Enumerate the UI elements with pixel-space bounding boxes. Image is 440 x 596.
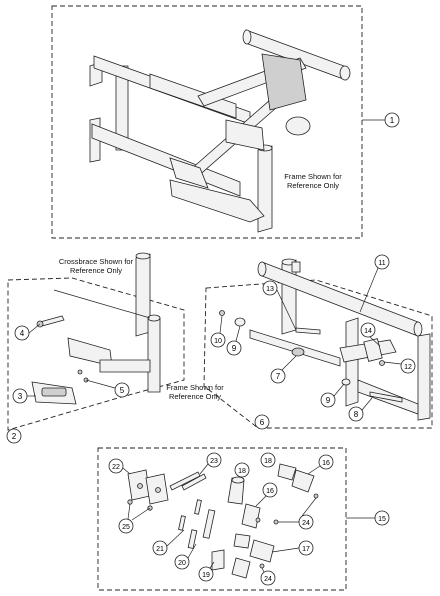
- callout-label: 25: [122, 524, 130, 531]
- callout-12: 12: [400, 358, 416, 374]
- callout-23: 23: [206, 452, 222, 468]
- pins-and-rods: [169, 471, 216, 549]
- callout-label: 11: [378, 260, 385, 267]
- callout-label: 1: [390, 116, 395, 125]
- callout-label: 9: [232, 344, 237, 353]
- callout-label: 24: [264, 576, 272, 583]
- callout-13: 13: [262, 280, 278, 296]
- callout-21: 21: [152, 540, 168, 556]
- caption-crossbrace-reference: Crossbrace Shown for Reference Only: [58, 257, 134, 275]
- bolts: [36, 315, 89, 383]
- callout-label: 22: [112, 464, 120, 471]
- spacers-and-washers: [219, 310, 403, 403]
- callout-14: 14: [360, 322, 376, 338]
- caption-frame-reference-left: Frame Shown for Reference Only: [166, 383, 224, 401]
- callout-label: 16: [266, 488, 274, 495]
- callout-9a: 9: [226, 340, 242, 356]
- callout-18b: 18: [260, 452, 276, 468]
- hardware-kit-panel: 22 25 23 18 18 16 16: [97, 447, 390, 591]
- callout-label: 3: [18, 392, 23, 401]
- crossbrace-panel-border: [7, 277, 185, 431]
- callout-label: 14: [364, 328, 372, 335]
- caption-frame-reference-top: Frame Shown for Reference Only: [284, 172, 342, 190]
- callout-label: 8: [354, 410, 359, 419]
- callout-label: 12: [404, 364, 412, 371]
- callout-label: 6: [260, 418, 265, 427]
- rear-post: [281, 258, 301, 335]
- glide-caps: [211, 463, 315, 579]
- callout-9b: 9: [320, 392, 336, 408]
- callout-label: 18: [264, 458, 272, 465]
- top-rail: [257, 261, 423, 337]
- frame-assembly-panel: 1: [51, 5, 400, 239]
- callout-label: 16: [322, 460, 330, 467]
- callout-19: 19: [198, 566, 214, 582]
- callout-label: 24: [302, 520, 310, 527]
- callout-3: 3: [12, 388, 28, 404]
- callout-label: 4: [20, 329, 25, 338]
- hinge-brackets: [127, 469, 169, 505]
- callout-8: 8: [348, 406, 364, 422]
- crossbrace-tube: [135, 252, 161, 393]
- callout-10: 10: [210, 332, 226, 348]
- callout-6: 6: [254, 414, 270, 430]
- callout-18a: 18: [234, 462, 250, 478]
- callout-label: 23: [210, 458, 218, 465]
- callout-5: 5: [114, 382, 130, 398]
- push-handle-bar: [242, 29, 351, 81]
- callout-4: 4: [14, 325, 30, 341]
- callout-2: 2: [6, 428, 22, 444]
- callout-16b: 16: [262, 482, 278, 498]
- callout-20: 20: [174, 554, 190, 570]
- callout-label: 2: [12, 432, 17, 441]
- small-screws: [127, 493, 319, 569]
- callout-label: 13: [266, 286, 274, 293]
- callout-15: 15: [374, 510, 390, 526]
- frame-crossbrace: [169, 53, 311, 189]
- callout-label: 21: [156, 546, 164, 553]
- callout-label: 18: [238, 468, 246, 475]
- callout-24b: 24: [260, 570, 276, 586]
- hinge-clamp-part: [31, 381, 77, 405]
- callout-16a: 16: [318, 454, 334, 470]
- crossbrace-mount: [53, 289, 151, 373]
- crossbrace-panel: 4 3 5 2: [6, 252, 185, 444]
- callout-7: 7: [270, 368, 286, 384]
- callout-25: 25: [118, 518, 134, 534]
- frame-uprights: [89, 61, 273, 233]
- callout-1: 1: [384, 112, 400, 128]
- callout-22: 22: [108, 458, 124, 474]
- callout-label: 7: [276, 372, 281, 381]
- callout-11: 11: [374, 254, 390, 270]
- callout-label: 20: [178, 560, 186, 567]
- crossbrace-link: [249, 329, 397, 367]
- side-rail-panel: 13 11 14 12 10 9 7: [203, 254, 433, 430]
- callout-24a: 24: [298, 514, 314, 530]
- callout-label: 9: [326, 396, 331, 405]
- callout-label: 17: [302, 546, 310, 553]
- callout-label: 10: [214, 338, 222, 345]
- callout-label: 5: [120, 386, 125, 395]
- side-rail-panel-border: [203, 279, 433, 429]
- callout-label: 15: [378, 516, 386, 523]
- frame-panel-border: [51, 5, 363, 239]
- callout-17: 17: [298, 540, 314, 556]
- callout-label: 19: [202, 572, 210, 579]
